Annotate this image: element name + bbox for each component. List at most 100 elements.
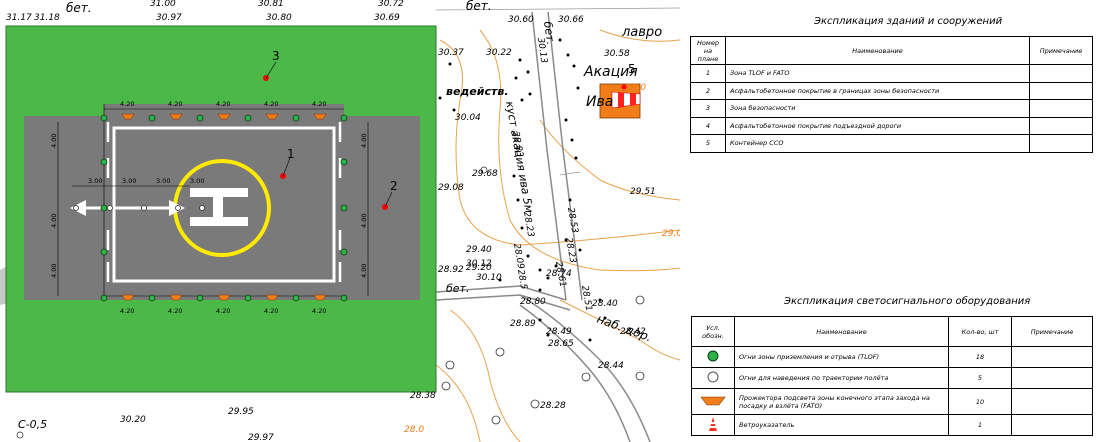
svg-text:Акация: Акация [583,64,638,80]
svg-text:3.00: 3.00 [156,177,170,185]
svg-text:28.89: 28.89 [510,319,536,329]
table-row: 1 Зона TLOF и FATO [690,64,1093,83]
svg-text:4.00: 4.00 [360,214,368,228]
svg-text:30.12: 30.12 [466,259,492,269]
open-circles [16,166,645,439]
contour-lines [435,29,680,442]
svg-text:30.10: 30.10 [476,273,502,283]
windsock-icon [709,417,717,431]
buildings-table-title: Экспликация зданий и сооружений [814,16,1003,27]
svg-text:ведейств.: ведейств. [446,85,509,98]
svg-text:4.20: 4.20 [216,307,230,315]
road-lines-thin [435,7,680,176]
svg-text:4.00: 4.00 [50,214,58,228]
survey-points [438,38,607,342]
site-plan: H 4.20 4.20 4.20 4.20 4.20 4.20 4.20 4.2… [0,0,680,442]
svg-text:29.97: 29.97 [248,433,274,442]
svg-text:4.00: 4.00 [360,134,368,148]
svg-text:2: 2 [390,179,398,193]
svg-text:4.20: 4.20 [312,307,326,315]
table-row: 4 Асфальтобетонное покрытие подъездной д… [690,116,1093,135]
white-circle-icon [707,371,719,383]
table-row: 3 Зона безопасности [690,99,1093,118]
table-row: Ветроуказатель 1 [691,414,1093,436]
svg-text:куст акация ива 5м: куст акация ива 5м [503,100,535,214]
svg-text:С-0,5: С-0,5 [18,418,47,431]
svg-text:29.08: 29.08 [438,183,464,193]
elevation-marks: 31.17 31.18 31.00 30.97 30.81 30.80 30.7… [6,0,680,442]
svg-text:бет.: бет. [541,21,557,46]
fato-edge-markings [106,122,342,282]
svg-text:30.80: 30.80 [266,13,292,23]
svg-text:30.58: 30.58 [604,49,630,59]
svg-text:1: 1 [287,147,295,161]
dimension-labels: 4.20 4.20 4.20 4.20 4.20 4.20 4.20 4.20 … [50,100,368,315]
svg-text:31.18: 31.18 [34,13,60,23]
svg-text:4.00: 4.00 [50,134,58,148]
col-name: Наименование [725,36,1030,65]
svg-text:28.44: 28.44 [598,361,624,371]
svg-text:4.00: 4.00 [360,264,368,278]
svg-text:30.0: 30.0 [626,83,646,93]
table-row: 2 Асфальтобетонное покрытие в границах з… [690,81,1093,100]
svg-text:28.80: 28.80 [520,297,546,307]
svg-text:лавро: лавро [621,25,662,40]
svg-text:29.51: 29.51 [630,187,656,197]
svg-text:3.00: 3.00 [122,177,136,185]
svg-text:3: 3 [272,49,280,63]
table-row: Огни зоны приземления и отрыва (TLOF) 18 [691,346,1093,368]
svg-text:28.38: 28.38 [410,391,436,401]
plan-markers: 1 2 3 5 [263,49,636,210]
svg-text:Ива: Ива [586,94,613,110]
svg-text:28.23: 28.23 [563,237,577,264]
table-row: 5 Контейнер ССО [690,134,1093,153]
svg-text:29.20: 29.20 [466,263,492,273]
svg-text:бет.: бет. [446,282,469,295]
svg-text:бет.: бет. [466,0,492,13]
svg-text:30.22: 30.22 [486,48,512,58]
svg-text:28.51: 28.51 [579,285,593,312]
table-row: Огни для наведения по траектории полёта … [691,367,1093,389]
guidance-lights [73,205,205,211]
svg-text:29.95: 29.95 [228,407,254,417]
svg-text:30.66: 30.66 [558,15,584,25]
orange-trapezoid-icon [700,396,726,405]
col-name: Наименование [734,316,949,347]
svg-text:4.20: 4.20 [312,100,326,108]
svg-text:30.81: 30.81 [258,0,284,9]
svg-text:28.61: 28.61 [553,261,567,288]
svg-text:4.20: 4.20 [168,307,182,315]
svg-text:28.42: 28.42 [620,327,646,337]
svg-text:4.20: 4.20 [120,100,134,108]
asphalt-fato [104,104,344,300]
svg-text:28.23: 28.23 [521,211,535,238]
tlof-lights [100,114,348,302]
col-qty: Кол-во, шт [948,316,1012,347]
col-symbol: Усл. обозн. [691,316,735,347]
svg-text:28.09: 28.09 [511,243,525,270]
table-row: Прожектора подсвета зоны конечного этапа… [691,388,1093,415]
windsock-container [599,83,641,119]
svg-text:28.28: 28.28 [540,401,566,411]
svg-text:4.20: 4.20 [264,307,278,315]
green-circle-icon [707,350,719,362]
svg-text:4.20: 4.20 [168,100,182,108]
svg-text:3.00: 3.00 [190,177,204,185]
svg-text:30.60: 30.60 [508,15,534,25]
svg-text:28.49: 28.49 [546,327,572,337]
svg-text:31.00: 31.00 [150,0,176,9]
svg-text:28.0: 28.0 [404,425,424,435]
svg-text:28.5: 28.5 [515,269,528,291]
svg-text:31.17: 31.17 [6,13,32,23]
svg-text:30.37: 30.37 [438,48,464,58]
lighting-table: Усл. обозн. Наименование Кол-во, шт Прим… [691,316,1093,436]
svg-text:28.40: 28.40 [592,299,618,309]
tlof-outline [112,126,336,283]
svg-text:30.20: 30.20 [120,415,146,425]
svg-text:28.65: 28.65 [548,339,574,349]
svg-text:30.72: 30.72 [378,0,404,9]
col-note: Примечание [1011,316,1093,347]
svg-text:30.97: 30.97 [156,13,182,23]
svg-text:30.69: 30.69 [374,13,400,23]
helipad-h-marking [190,188,248,226]
